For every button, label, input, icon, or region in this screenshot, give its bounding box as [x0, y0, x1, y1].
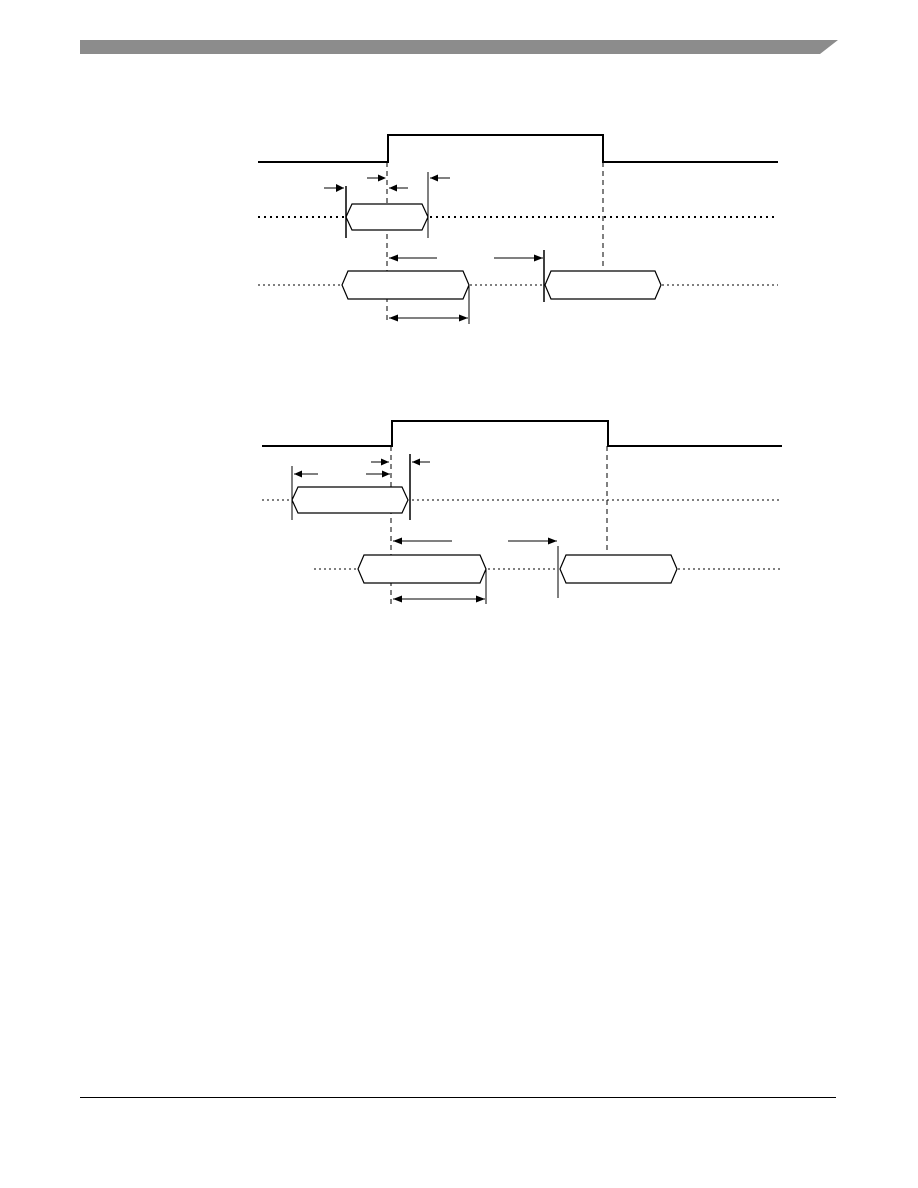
hold-arrow-right: [389, 184, 397, 192]
valid-delay-arrow-right: [534, 254, 543, 262]
hold-arrow-left: [378, 174, 386, 182]
input-data-window: [291, 486, 409, 514]
valid-delay-arrow-left: [393, 537, 402, 545]
output-hold-arrow-right: [459, 314, 468, 322]
clock-signal: [258, 134, 778, 163]
output-data-window-b: [559, 554, 678, 584]
hold-end-arrow: [430, 174, 438, 182]
setup-arrow-left: [294, 470, 302, 478]
output-data-window-b: [544, 270, 662, 300]
hold-arrow-right: [412, 458, 420, 466]
valid-delay-arrow-left: [389, 254, 398, 262]
timing-diagram-1: [258, 134, 778, 324]
output-hold-arrow-left: [389, 314, 398, 322]
valid-delay-arrow-right: [548, 537, 557, 545]
hold-arrow-left: [381, 458, 389, 466]
output-hold-arrow-right: [476, 595, 485, 603]
setup-arrow-right: [382, 470, 390, 478]
output-data-window-a: [341, 270, 470, 300]
clock-signal: [262, 420, 782, 447]
setup-arrow: [336, 184, 344, 192]
header-bar: [80, 40, 838, 54]
timing-diagram-2: [262, 420, 782, 606]
output-hold-arrow-left: [393, 595, 402, 603]
footer-rule: [80, 1097, 836, 1098]
output-data-window-a: [357, 554, 487, 584]
